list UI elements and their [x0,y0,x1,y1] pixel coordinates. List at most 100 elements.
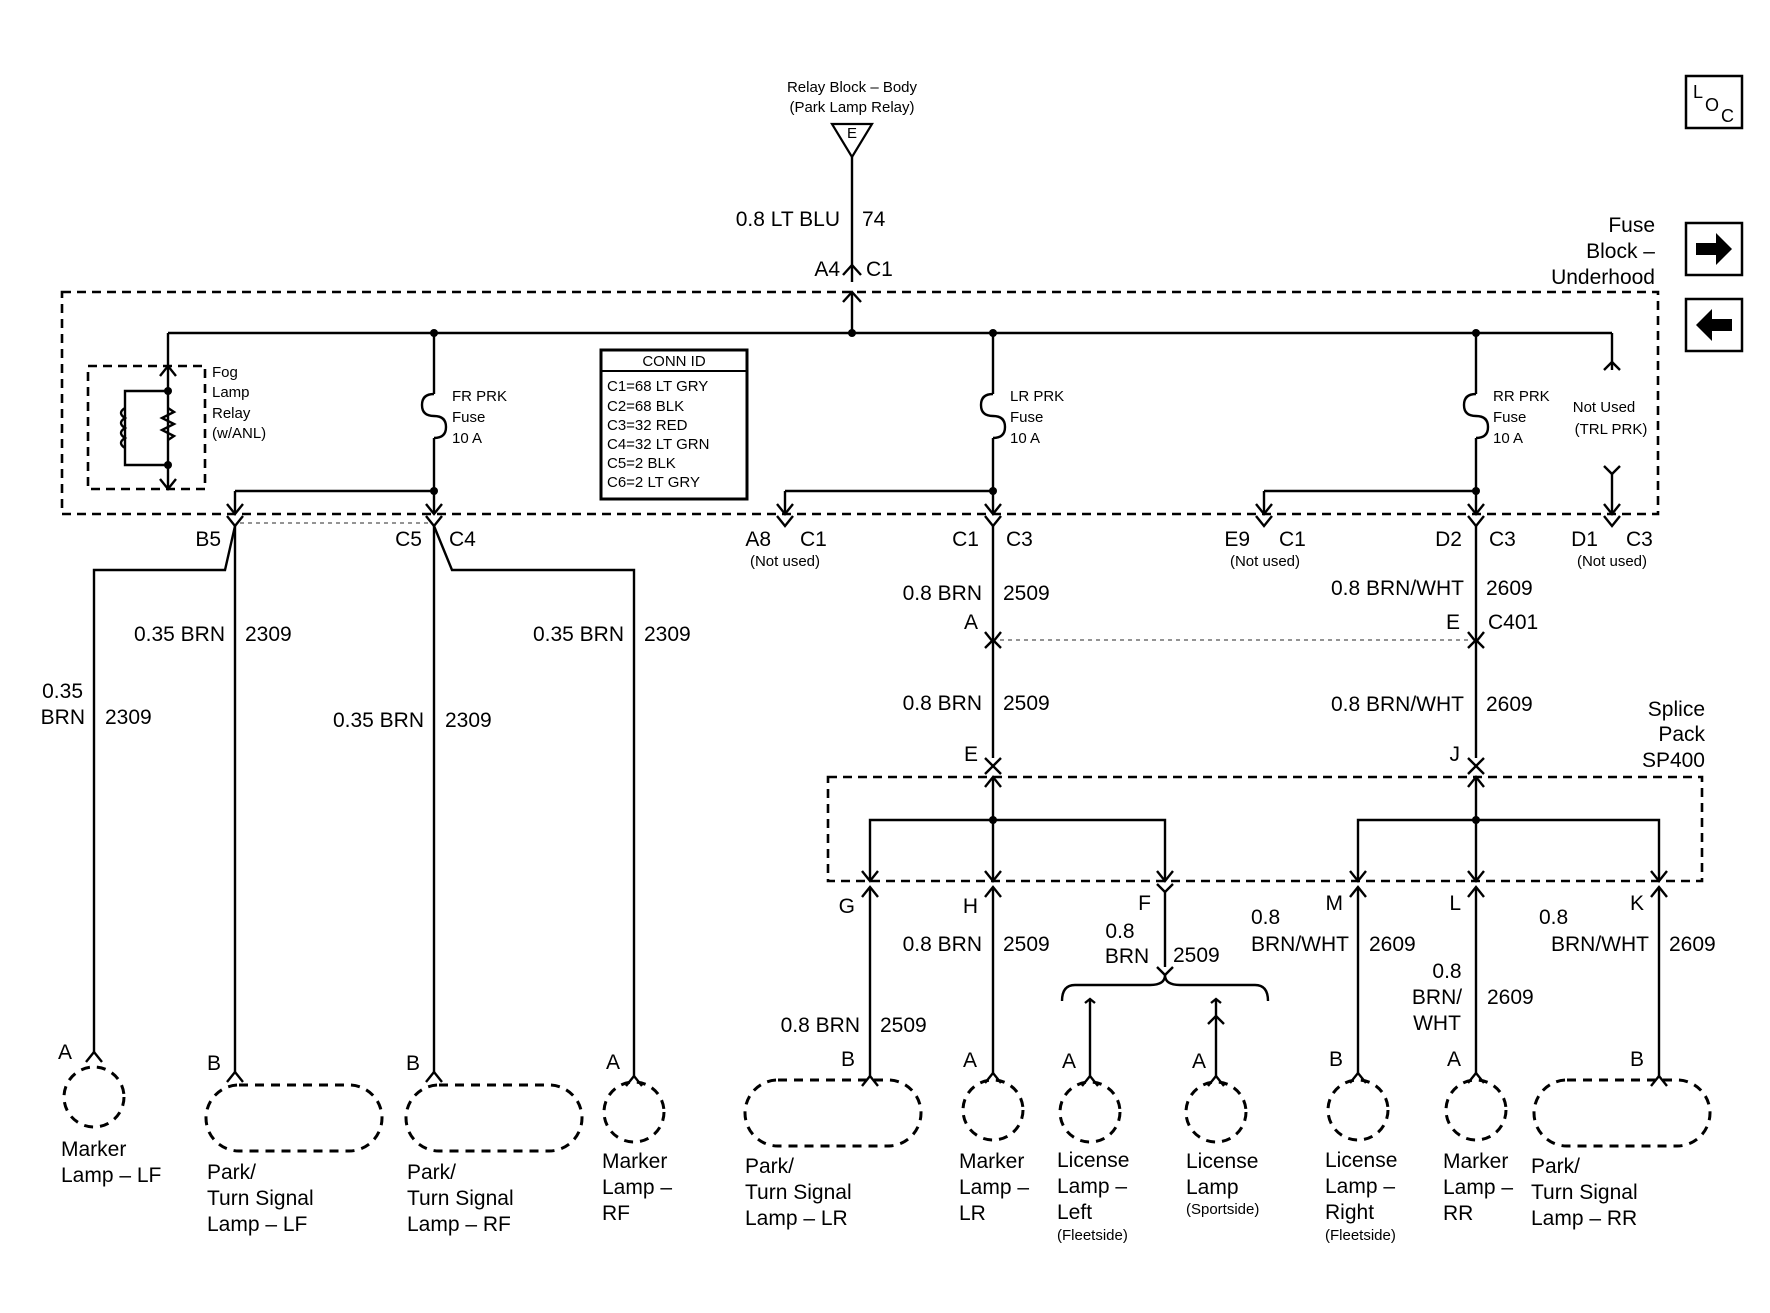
pin-a8-note: (Not used) [750,553,820,570]
next-page-arrow-icon[interactable] [1684,221,1744,277]
wire-lr-marker-gauge: 0.8 BRN [903,933,982,956]
lamp-label: Park/ [1531,1155,1580,1178]
pin-b5: B5 [195,528,221,551]
wire-rr-marker-gauge-3: WHT [1413,1012,1461,1035]
lamp-label: Lamp – LF [61,1164,161,1187]
wire-rf-marker-circuit: 2309 [644,623,691,646]
fuse-block-title-2: Block – [1586,240,1655,263]
c401-lr-top-circuit: 2509 [1003,582,1050,605]
splice-out-l: L [1449,892,1461,915]
conn-id-row: C1=68 LT GRY [607,378,708,395]
lamp-label: Lamp – RR [1531,1207,1637,1230]
feed-connector-label: C1 [866,258,893,281]
wire-lf-marker [92,525,237,1052]
wire-rr-marker-circuit: 2609 [1487,986,1534,1009]
lamp-label: RR [1443,1202,1473,1225]
lr-fuse-label-1: LR PRK [1010,388,1064,405]
wire-license-circuit: 2509 [1173,944,1220,967]
not-used-label-1: Not Used [1573,399,1636,416]
pin-e9-connector: C1 [1279,528,1306,551]
lamp-license-left: A License Lamp – Left (Fleetside) [1057,1050,1129,1244]
splice-out-h: H [963,895,978,918]
splice-rr-in-pin: J [1450,743,1461,766]
feed-wire-gauge: 0.8 LT BLU [736,208,840,231]
splice-out-k: K [1630,892,1644,915]
lamp-pin: A [58,1041,72,1064]
lamp-label: RF [602,1202,630,1225]
conn-id-row: C5=2 BLK [607,455,676,472]
wire-license-gauge-2: BRN [1105,945,1149,968]
lamp-label: Lamp – [959,1176,1029,1199]
lamp-label: Lamp – LF [207,1213,307,1236]
lamp-pin: B [406,1052,420,1075]
not-used-label-2: (TRL PRK) [1575,421,1648,438]
c401-lr-bottom-circuit: 2509 [1003,692,1050,715]
wire-rr-park-gauge-1: 0.8 [1539,906,1568,929]
wire-rr-park-gauge-2: BRN/WHT [1551,933,1649,956]
pin-a8: A8 [745,528,771,551]
lamp-label: Lamp – LR [745,1207,848,1230]
pin-d1-note: (Not used) [1577,553,1647,570]
wire-rf-marker [432,525,636,1076]
loc-icon[interactable]: L O C [1684,74,1744,130]
fog-relay-label-3: Relay [212,405,251,422]
splice-out-f: F [1138,892,1151,915]
c401-lr-top-gauge: 0.8 BRN [903,582,982,605]
lamp-pin: A [606,1051,620,1074]
splice-pack-outline [826,775,1704,883]
lamp-marker-rr: A Marker Lamp – RR [1443,1048,1513,1225]
lamp-label: Marker [1443,1150,1508,1173]
fr-fuse-label-2: Fuse [452,409,485,426]
lamp-license-sportside: A License Lamp (Sportside) [1184,1050,1259,1218]
feed-wire-circuit: 74 [862,208,886,231]
rr-fuse-label-3: 10 A [1493,430,1523,447]
license-brace [1060,974,1270,1002]
lamp-label: Park/ [745,1155,794,1178]
lamp-label: Marker [602,1150,667,1173]
lamp-label: Turn Signal [1531,1181,1638,1204]
lamp-label: Park/ [407,1161,456,1184]
lamp-label: Lamp – [1443,1176,1513,1199]
splice-out-m: M [1326,892,1344,915]
fog-lamp-relay-box [86,364,207,491]
conn-id-row: C4=32 LT GRN [607,436,709,453]
fog-relay-label-1: Fog [212,364,238,381]
conn-id-row: C6=2 LT GRY [607,474,700,491]
relay-terminal-symbol [830,122,874,160]
conn-id-row: C2=68 BLK [607,398,684,415]
wire-lf-marker-gauge-2: BRN [41,706,85,729]
lamp-park-lr: B Park/ Turn Signal Lamp – LR [743,1048,923,1230]
wire-lr-park-circuit: 2509 [880,1014,927,1037]
wire-license-right-gauge-2: BRN/WHT [1251,933,1349,956]
wire-rr-park-circuit: 2609 [1669,933,1716,956]
splice-out-g: G [839,895,855,918]
wire-rr-marker-gauge-2: BRN/ [1412,986,1462,1009]
splice-pack-label-2: Pack [1658,723,1705,746]
wire-lr-park-gauge: 0.8 BRN [781,1014,860,1037]
lamp-marker-lf: A Marker Lamp – LF [58,1041,161,1187]
lamp-pin: A [1447,1048,1461,1071]
lamp-pin: A [1062,1050,1076,1073]
feed-connector-symbol [842,263,862,276]
lamp-park-rf: B Park/ Turn Signal Lamp – RF [404,1052,584,1236]
pin-e9-note: (Not used) [1230,553,1300,570]
wire-lr-marker-circuit: 2509 [1003,933,1050,956]
pin-c1: C1 [952,528,979,551]
c401-lr-bottom-gauge: 0.8 BRN [903,692,982,715]
lamp-label: Lamp – RF [407,1213,511,1236]
pin-d2-connector: C3 [1489,528,1516,551]
lamp-pin: A [963,1049,977,1072]
prev-page-arrow-icon[interactable] [1684,297,1744,353]
c401-lr-pin: A [964,611,978,634]
wire-lf-marker-gauge-1: 0.35 [42,680,83,703]
lamp-marker-lr: A Marker Lamp – LR [959,1049,1029,1225]
c401-rr-bottom-gauge: 0.8 BRN/WHT [1331,693,1464,716]
pin-d2: D2 [1435,528,1462,551]
lamp-label: Lamp – [1057,1175,1127,1198]
lamp-label: License [1057,1149,1129,1172]
pin-d1-connector: C3 [1626,528,1653,551]
lamp-label: Marker [959,1150,1024,1173]
relay-terminal-label: E [847,125,857,142]
pin-e9: E9 [1224,528,1250,551]
pin-a8-connector: C1 [800,528,827,551]
